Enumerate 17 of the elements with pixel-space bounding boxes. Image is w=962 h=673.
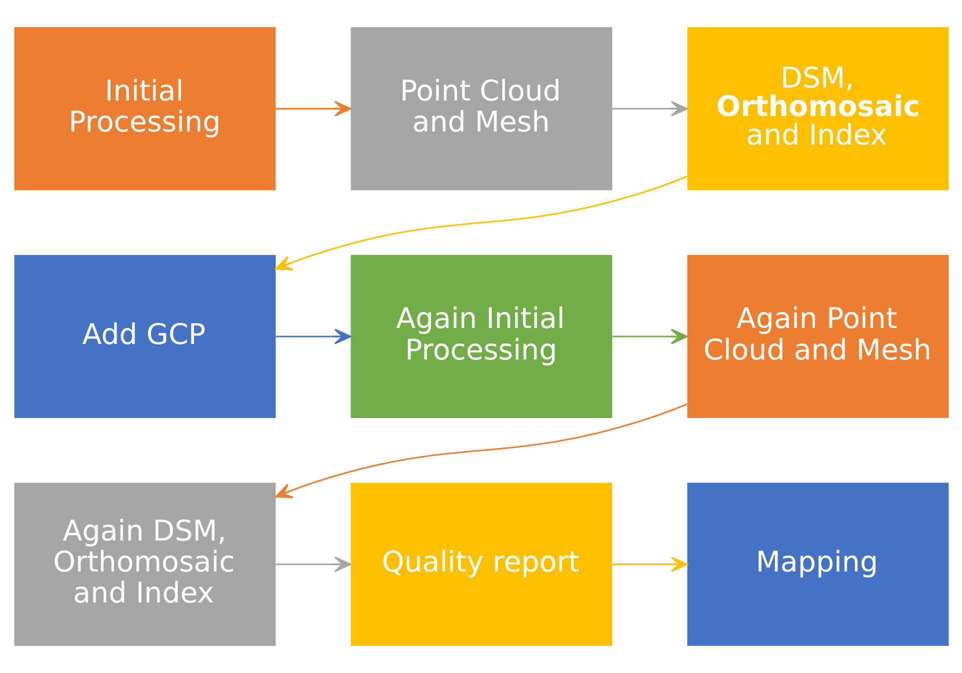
node-box: Quality report (350, 482, 612, 646)
arrow (275, 328, 351, 344)
arrow (274, 176, 687, 270)
node-box: DSM, Orthomosaic and Index (686, 27, 948, 190)
arrow (274, 403, 687, 498)
node-box: Again DSM, Orthomosaic and Index (14, 482, 276, 646)
arrow (612, 100, 688, 116)
node-box: Add GCP (14, 254, 276, 418)
node-box: Point Cloud and Mesh (350, 27, 612, 190)
node-box: Mapping (686, 482, 948, 646)
node-box: Again Initial Processing (350, 254, 612, 418)
arrow (275, 556, 351, 572)
arrow (612, 556, 688, 572)
node-box: Again Point Cloud and Mesh (686, 254, 948, 418)
arrow (612, 328, 688, 344)
arrow (275, 100, 351, 116)
node-box: Initial Processing (14, 27, 276, 190)
